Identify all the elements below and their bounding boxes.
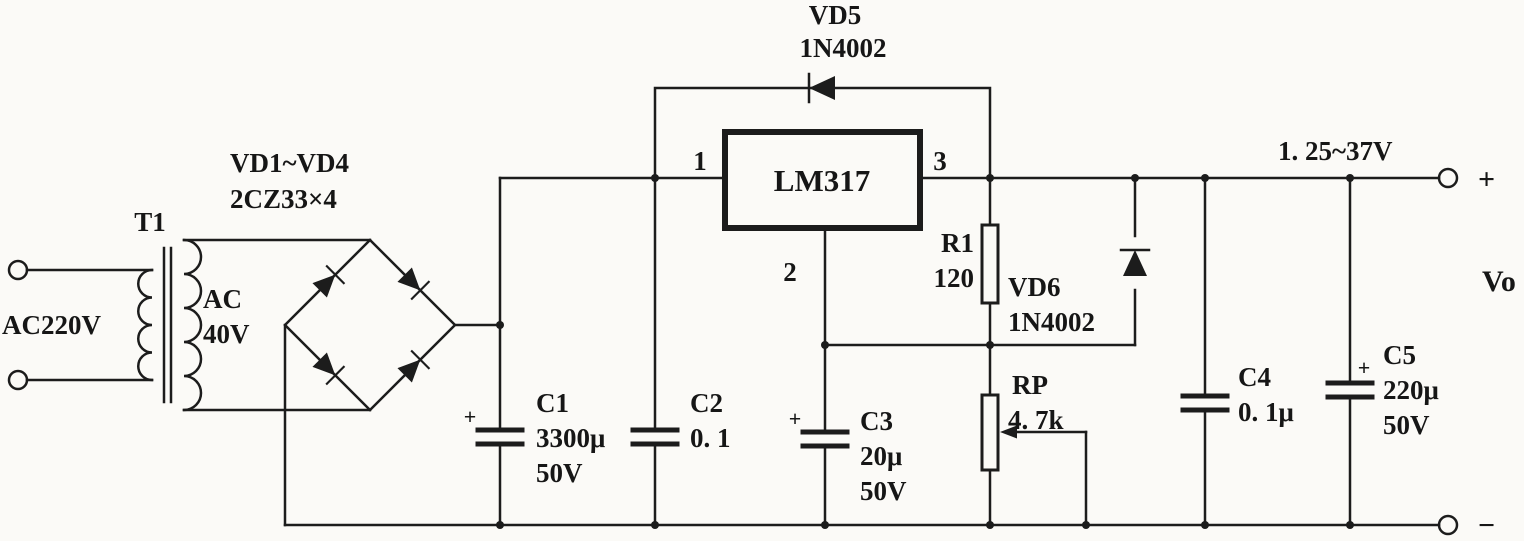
vd6-part-label: 1N4002 xyxy=(1008,307,1095,337)
r1-value-label: 120 xyxy=(934,263,975,293)
c3-polarity-mark: + xyxy=(789,406,802,431)
secondary-voltage-label-1: AC xyxy=(203,284,242,314)
resistor-r1 xyxy=(980,176,1000,347)
pin-adjust-label: 2 xyxy=(783,257,797,287)
diode-vd5-icon xyxy=(807,72,837,104)
vd5-part-label: 1N4002 xyxy=(800,33,887,63)
vd6-name-label: VD6 xyxy=(1008,272,1061,302)
vd5-name-label: VD5 xyxy=(809,0,862,30)
c2-name-label: C2 xyxy=(690,388,723,418)
regulator-part-label: LM317 xyxy=(774,163,870,198)
c5-voltage-label: 50V xyxy=(1383,410,1430,440)
regulator-lm317 xyxy=(722,129,923,347)
rp-name-label: RP xyxy=(1012,370,1048,400)
c1-voltage-label: 50V xyxy=(536,458,583,488)
diode-vd6-icon xyxy=(1119,248,1151,278)
secondary-winding xyxy=(182,238,203,412)
primary-winding xyxy=(137,268,154,382)
potentiometer-rp xyxy=(980,343,1088,527)
capacitor-c5 xyxy=(1325,176,1375,527)
diode-vd6 xyxy=(1119,176,1151,347)
c4-name-label: C4 xyxy=(1238,362,1271,392)
secondary-voltage-label-2: 40V xyxy=(203,319,250,349)
c1-value-label: 3300μ xyxy=(536,423,605,453)
output-range-label: 1. 25~37V xyxy=(1278,136,1393,166)
c5-value-label: 220μ xyxy=(1383,375,1439,405)
ac-input-terminals xyxy=(7,259,154,391)
capacitor-c1 xyxy=(475,176,525,527)
output-terminal-positive xyxy=(1437,167,1459,189)
output-symbol-label: Vo xyxy=(1482,265,1516,298)
c4-value-label: 0. 1μ xyxy=(1238,397,1294,427)
bridge-label-part: 2CZ33×4 xyxy=(230,184,337,214)
transformer-t1 xyxy=(137,238,203,412)
wiper-arrow-icon xyxy=(1000,425,1017,439)
r1-name-label: R1 xyxy=(941,228,974,258)
rp-value-label: 4. 7k xyxy=(1008,405,1064,435)
c1-name-label: C1 xyxy=(536,388,569,418)
pin-output-label: 3 xyxy=(933,146,947,176)
ac-source-label: AC220V xyxy=(2,310,101,340)
c2-value-label: 0. 1 xyxy=(690,423,731,453)
bridge-label-name: VD1~VD4 xyxy=(230,148,349,178)
c3-voltage-label: 50V xyxy=(860,476,907,506)
c5-name-label: C5 xyxy=(1383,340,1416,370)
junction-dots xyxy=(496,174,1354,529)
c5-polarity-mark: + xyxy=(1358,355,1371,380)
bridge-rectifier xyxy=(283,238,457,412)
transformer-label: T1 xyxy=(134,207,166,237)
output-terminal-negative xyxy=(1437,514,1459,536)
output-negative-label: − xyxy=(1478,509,1495,541)
ac-terminal-top xyxy=(7,259,29,281)
output-terminals xyxy=(1437,167,1459,536)
ac-terminal-bottom xyxy=(7,369,29,391)
c3-name-label: C3 xyxy=(860,406,893,436)
output-positive-label: + xyxy=(1478,163,1495,196)
pin-input-label: 1 xyxy=(693,146,707,176)
capacitor-c3 xyxy=(800,343,850,527)
c3-value-label: 20μ xyxy=(860,441,902,471)
capacitor-c2 xyxy=(630,176,680,527)
c1-polarity-mark: + xyxy=(464,404,477,429)
diode-vd5 xyxy=(807,72,837,104)
capacitor-c4 xyxy=(1180,176,1230,527)
